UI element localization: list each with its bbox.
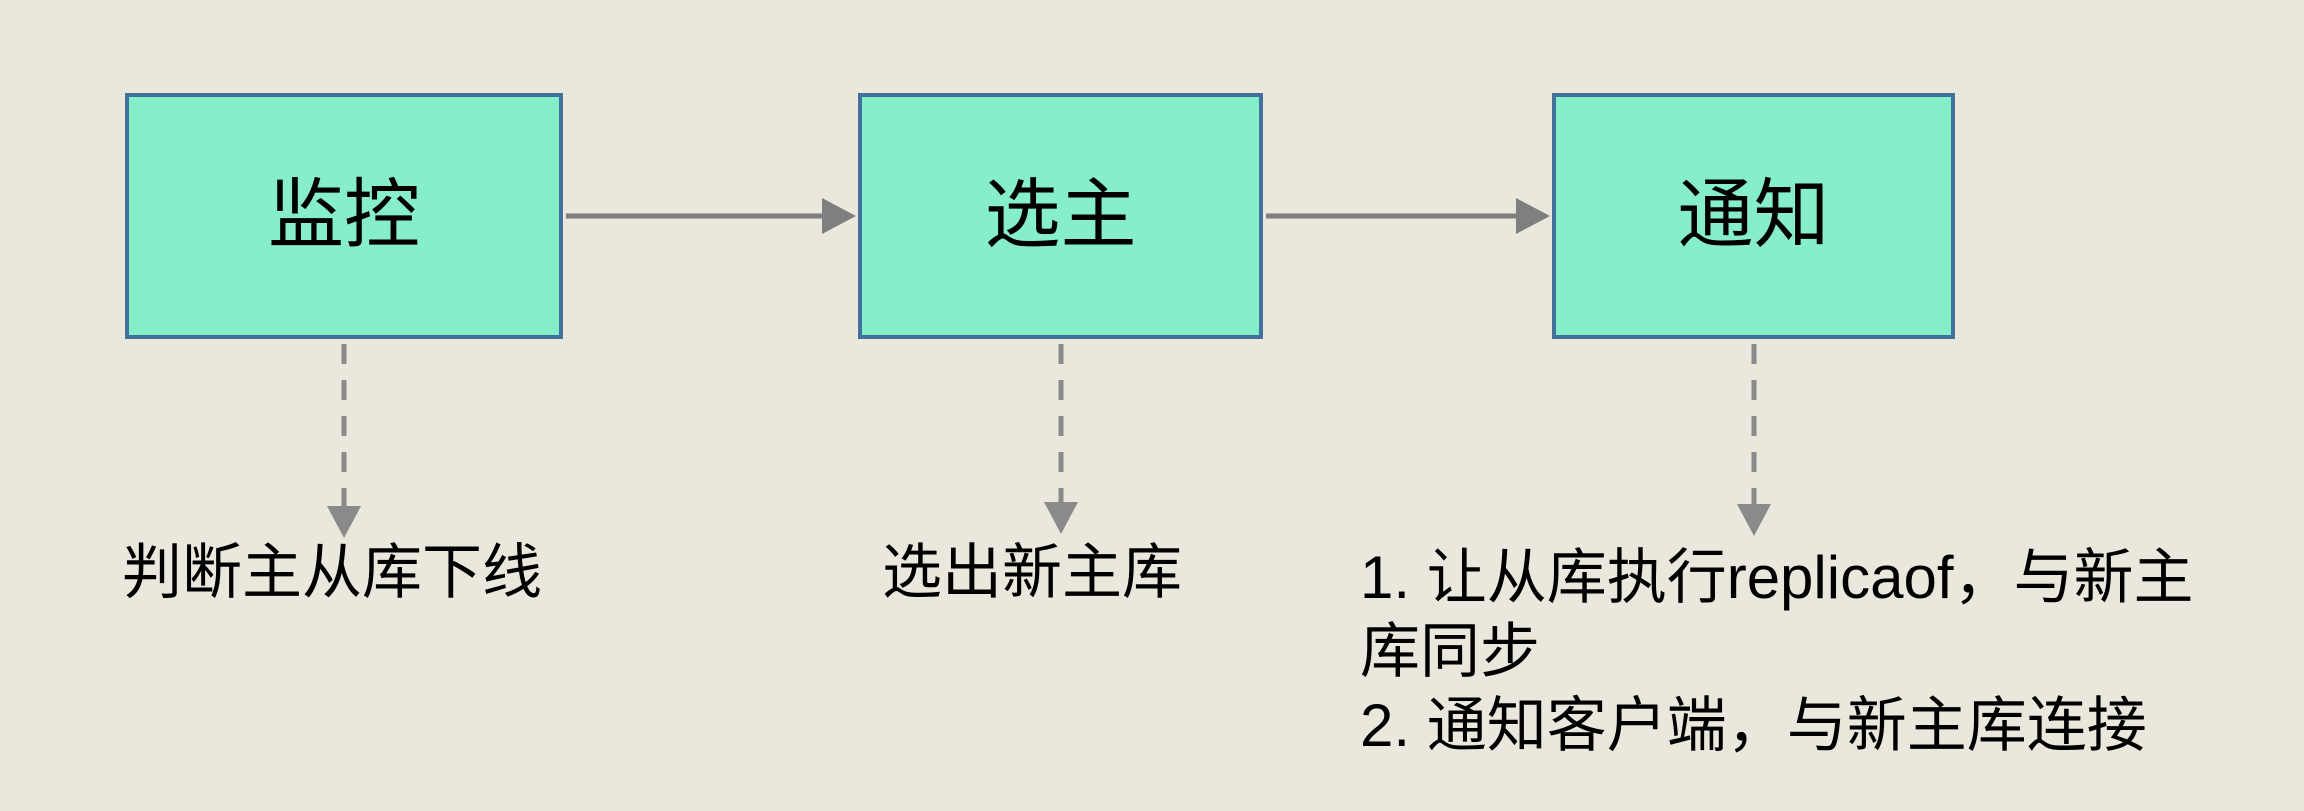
- note-monitor: 判断主从库下线: [122, 539, 542, 606]
- note-notify: 1. 让从库执行replicaof，与新主 库同步 2. 通知客户端，与新主库连…: [1360, 541, 2240, 763]
- dashed-arrow-notify-note: [1737, 344, 1771, 536]
- node-notify-label: 通知: [1677, 173, 1830, 258]
- node-monitor: 监控: [125, 93, 563, 339]
- arrow-elect-to-notify: [1266, 198, 1550, 234]
- dashed-arrow-elect-note: [1044, 344, 1078, 534]
- note-notify-line-3: 2. 通知客户端，与新主库连接: [1360, 692, 2147, 759]
- arrowhead-down-icon: [327, 506, 361, 538]
- arrowhead-down-icon: [1044, 502, 1078, 534]
- arrow-monitor-to-elect: [566, 198, 856, 234]
- note-notify-line-1: 1. 让从库执行replicaof，与新主: [1360, 544, 2194, 611]
- arrowhead-right-icon: [1516, 198, 1550, 234]
- node-monitor-label: 监控: [268, 173, 420, 258]
- arrowhead-right-icon: [822, 198, 856, 234]
- dashed-arrow-monitor-note: [327, 344, 361, 538]
- arrowhead-down-icon: [1737, 504, 1771, 536]
- node-elect: 选主: [858, 93, 1263, 339]
- note-notify-line-2: 库同步: [1360, 618, 1540, 685]
- node-elect-label: 选主: [984, 173, 1137, 258]
- note-elect: 选出新主库: [882, 539, 1182, 606]
- node-notify: 通知: [1552, 93, 1955, 339]
